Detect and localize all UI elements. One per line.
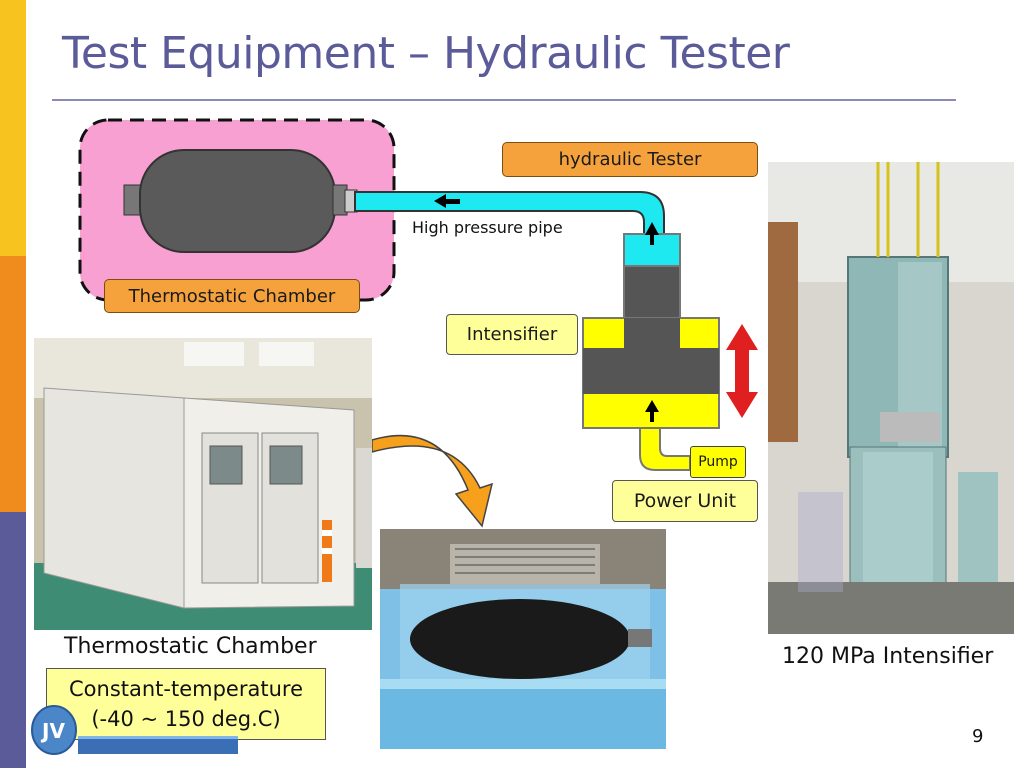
- upper-flow-arrow: [645, 222, 659, 245]
- left-accent-bar-yellow: [0, 0, 26, 256]
- power-unit-label: Power Unit: [612, 480, 758, 522]
- tank-body: [139, 149, 336, 253]
- intensifier-rod-in-body: [624, 318, 680, 348]
- left-accent-bar-purple: [0, 512, 26, 768]
- low-pressure-pipe: [639, 427, 691, 471]
- chamber-spec-box: Constant-temperature (-40 ~ 150 deg.C): [46, 668, 326, 740]
- photo-link-arrow: [371, 434, 494, 528]
- pump-label: Pump: [690, 446, 746, 478]
- intensifier-photo: [768, 162, 1014, 634]
- pipe-flow-arrow: [434, 194, 460, 208]
- title-divider: [52, 99, 956, 101]
- thermostatic-chamber-label: Thermostatic Chamber: [104, 279, 360, 313]
- hydraulic-tester-label: hydraulic Tester: [502, 142, 758, 177]
- institute-logo: JV: [31, 705, 238, 755]
- chamber-photo-caption: Thermostatic Chamber: [64, 634, 317, 659]
- intensifier-piston-rod: [623, 265, 681, 319]
- tank-in-chamber-photo: [380, 529, 666, 749]
- page-number: 9: [972, 726, 984, 747]
- high-pressure-pipe-label: High pressure pipe: [412, 218, 563, 237]
- chamber-spec-line1: Constant-temperature: [69, 677, 303, 701]
- thermostatic-chamber-photo: [34, 338, 372, 630]
- left-accent-bar-orange: [0, 256, 26, 512]
- lower-flow-arrow: [645, 400, 659, 422]
- chamber-spec-line2: (-40 ~ 150 deg.C): [91, 707, 281, 731]
- stroke-direction-arrow: [726, 324, 758, 418]
- page-title: Test Equipment – Hydraulic Tester: [62, 28, 790, 79]
- svg-text:JV: JV: [40, 719, 65, 743]
- intensifier-piston-head: [583, 348, 719, 394]
- intensifier-photo-caption: 120 MPa Intensifier: [782, 644, 994, 669]
- intensifier-label: Intensifier: [446, 314, 578, 355]
